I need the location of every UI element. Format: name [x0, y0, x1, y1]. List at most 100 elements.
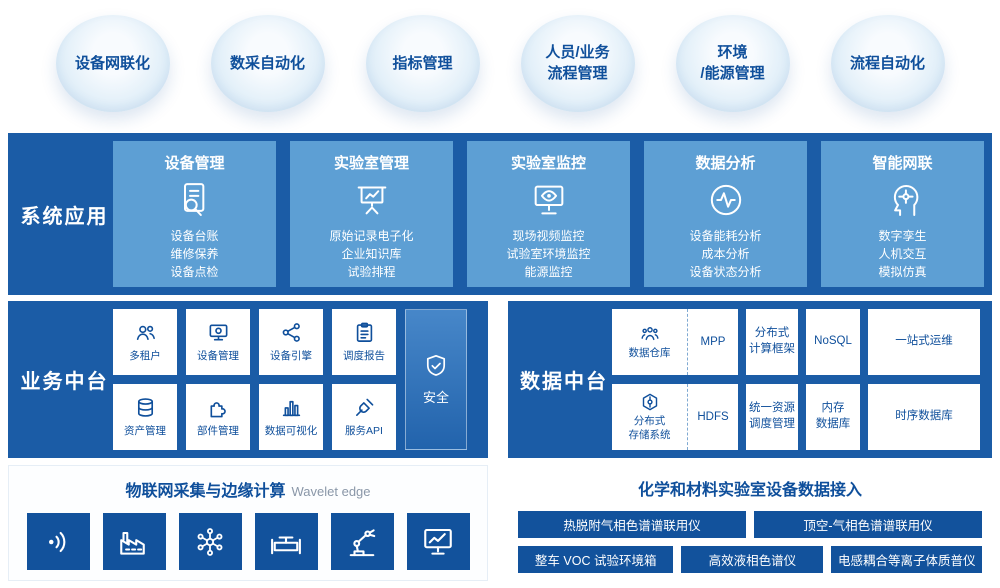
tile-label: 服务API [345, 425, 383, 437]
tile-one-stop-operations: 一站式运维 [868, 309, 980, 375]
section-lab-device-access: 化学和材料实验室设备数据接入 热脱附气相色谱谱联用仪 顶空-气相色谱谱联用仪 整… [508, 465, 992, 581]
card-item: 试验室环境监控 [506, 247, 591, 261]
monitor-chart-icon [406, 513, 470, 570]
tile-distributed-storage: 分布式 存储系统 [612, 384, 688, 450]
tile-distributed-storage-hdfs: 分布式 存储系统 HDFS [612, 384, 738, 450]
tile-in-memory-database: 内存 数据库 [806, 384, 860, 450]
app-card-intelligent-connectivity: 智能网联 数字孪生 人机交互 模拟仿真 [821, 141, 984, 287]
section-label-data-platform: 数据中台 [520, 371, 608, 393]
card-item: 设备点检 [170, 265, 219, 279]
lab-title: 化学和材料实验室设备数据接入 [637, 482, 862, 499]
bar-headspace-gc-ms: 顶空-气相色谱谱联用仪 [754, 511, 982, 538]
bar-td-gc-ms: 热脱附气相色谱谱联用仪 [518, 511, 746, 538]
card-title: 智能网联 [872, 155, 933, 172]
card-item: 原始记录电子化 [329, 229, 414, 243]
tile-label: 设备管理 [197, 350, 239, 362]
tile-label: 设备引擎 [270, 350, 312, 362]
tile-nosql: NoSQL [806, 309, 860, 375]
card-item: 企业知识库 [341, 247, 402, 261]
section-data-platform: 数据中台 数据仓库 MPP 分布式 计算框架 NoSQL [508, 301, 992, 458]
tile-device-engine: 设备引擎 [259, 309, 323, 375]
tile-label: 存储系统 [628, 429, 671, 441]
card-item: 数字孪生 [878, 229, 927, 243]
iot-title-text: 物联网采集与边缘计算 [125, 483, 286, 500]
section-system-applications: 系统应用 设备管理 设备台账 维修保养 设备点检 实验室管理 [8, 133, 992, 295]
tile-dispatch-report: 调度报告 [332, 309, 396, 375]
tile-security: 安全 [405, 309, 467, 450]
app-card-equipment-management: 设备管理 设备台账 维修保养 设备点检 [113, 141, 276, 287]
tile-label: 部件管理 [197, 425, 239, 437]
bubble-indicator-management: 指标管理 [365, 14, 480, 112]
database-icon [134, 396, 157, 419]
bubble-device-networking: 设备网联化 [55, 14, 170, 112]
tile-mpp: MPP [700, 336, 726, 348]
data-platform-tiles: 数据仓库 MPP 分布式 计算框架 NoSQL 一站式运维 [612, 309, 984, 450]
tile-label: 数据可视化 [264, 425, 318, 437]
clipboard-icon [353, 321, 376, 344]
bubble-data-collection-automation: 数采自动化 [210, 14, 325, 112]
data-warehouse-icon [640, 324, 660, 346]
distributed-storage-icon [640, 392, 660, 414]
card-title: 数据分析 [695, 155, 756, 172]
factory-icon [102, 513, 166, 570]
tile-data-visualization: 数据可视化 [259, 384, 323, 450]
smart-head-icon [821, 177, 984, 223]
tile-data-warehouse: 数据仓库 [612, 309, 688, 375]
tile-label: 数据仓库 [628, 346, 671, 359]
device-monitor-icon [207, 321, 230, 344]
card-item: 能源监控 [524, 265, 573, 279]
card-item: 现场视频监控 [512, 229, 585, 243]
card-item: 试验排程 [347, 265, 396, 279]
tile-asset-management: 资产管理 [113, 384, 177, 450]
bar-hplc: 高效液相色谱仪 [681, 546, 824, 573]
card-title: 实验室管理 [333, 155, 409, 172]
bubble-label: /能源管理 [700, 65, 765, 82]
tile-label: 统一资源 [749, 402, 795, 415]
plug-icon [353, 396, 376, 419]
tile-unified-resource-scheduling: 统一资源 调度管理 [746, 384, 798, 450]
shield-icon [423, 353, 449, 379]
share-nodes-icon [280, 321, 303, 344]
presentation-chart-icon [290, 177, 453, 223]
tile-hdfs: HDFS [697, 411, 729, 423]
bubble-label: 数采自动化 [229, 54, 305, 72]
tile-parts-management: 部件管理 [186, 384, 250, 450]
card-item: 人机交互 [878, 247, 927, 261]
tile-time-series-database: 时序数据库 [868, 384, 980, 450]
network-nodes-icon [178, 513, 242, 570]
tile-label: 内存 [821, 402, 845, 415]
card-item: 成本分析 [701, 247, 750, 261]
iot-tiles [9, 513, 487, 570]
wireless-sensor-icon [26, 513, 90, 570]
card-item: 设备台账 [170, 229, 219, 243]
bar-chart-icon [280, 396, 303, 419]
capability-bubbles: 设备网联化 数采自动化 指标管理 人员/业务 流程管理 环境 /能源管理 流程自… [0, 12, 1000, 114]
card-item: 设备能耗分析 [689, 229, 762, 243]
tile-label: 分布式 [754, 327, 790, 340]
app-card-data-analysis: 数据分析 设备能耗分析 成本分析 设备状态分析 [644, 141, 807, 287]
pipeline-valve-icon [254, 513, 318, 570]
bubble-environment-energy-management: 环境 /能源管理 [675, 14, 790, 112]
tile-distributed-computing-framework: 分布式 计算框架 [746, 309, 798, 375]
section-label-business-platform: 业务中台 [20, 371, 109, 393]
puzzle-icon [207, 396, 230, 419]
card-title: 设备管理 [164, 155, 225, 172]
tile-label: 时序数据库 [895, 410, 953, 423]
tile-device-management: 设备管理 [186, 309, 250, 375]
bubble-label: 流程管理 [547, 65, 608, 82]
tile-label: 资产管理 [124, 425, 166, 437]
business-tiles: 多租户 设备管理 设备引擎 [113, 309, 480, 450]
app-card-laboratory-management: 实验室管理 原始记录电子化 企业知识库 试验排程 [290, 141, 453, 287]
monitor-eye-icon [467, 177, 630, 223]
document-search-icon [113, 177, 276, 223]
card-item: 模拟仿真 [878, 265, 927, 279]
app-card-laboratory-monitoring: 实验室监控 现场视频监控 试验室环境监控 能源监控 [467, 141, 630, 287]
tile-label: NoSQL [814, 335, 852, 348]
bubble-label: 环境 [717, 44, 748, 61]
lab-row: 热脱附气相色谱谱联用仪 顶空-气相色谱谱联用仪 [518, 511, 982, 538]
tile-label: 数据库 [815, 418, 851, 430]
bubble-label: 人员/业务 [545, 44, 610, 61]
tile-label: 一站式运维 [895, 335, 953, 348]
